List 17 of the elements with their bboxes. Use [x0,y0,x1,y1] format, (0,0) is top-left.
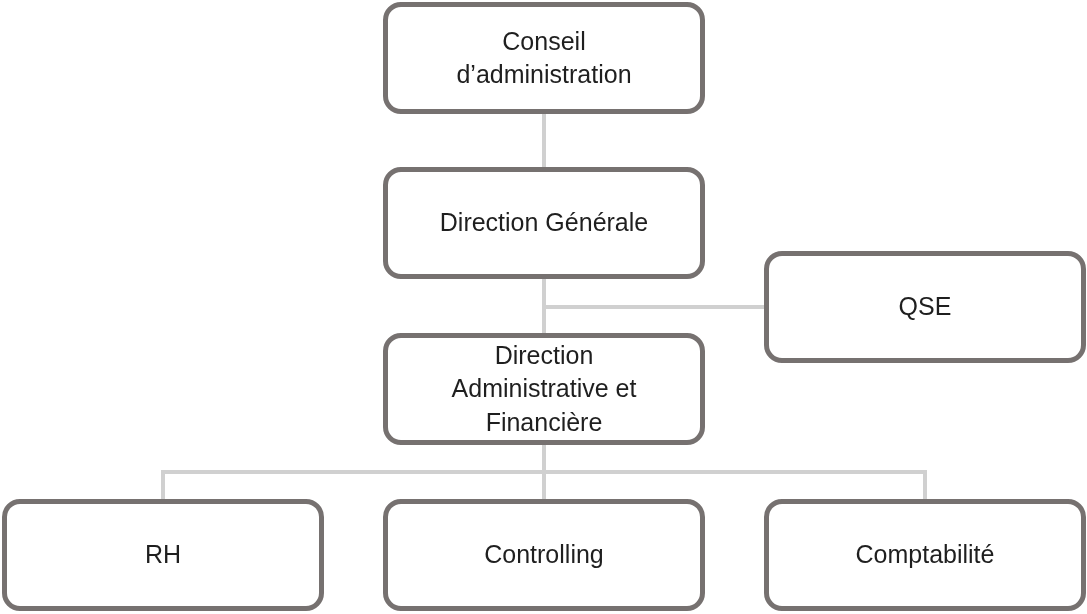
org-box [764,251,1086,363]
connector-line [542,279,764,309]
box-label: Controlling [484,539,604,571]
org-box [383,499,705,611]
org-box [383,2,705,114]
box-label: QSE [898,291,952,323]
box-label: Direction Générale [439,207,649,239]
connector-line [542,114,546,167]
box-label: Conseil d’administration [455,25,633,90]
org-box [2,499,324,611]
box-label: Comptabilité [855,539,995,571]
connector-line [542,445,927,499]
org-box [383,333,705,445]
org-box [383,167,705,279]
org-box [764,499,1086,611]
box-label: Direction Administrative et Financière [450,340,638,438]
box-label: RH [144,539,182,571]
